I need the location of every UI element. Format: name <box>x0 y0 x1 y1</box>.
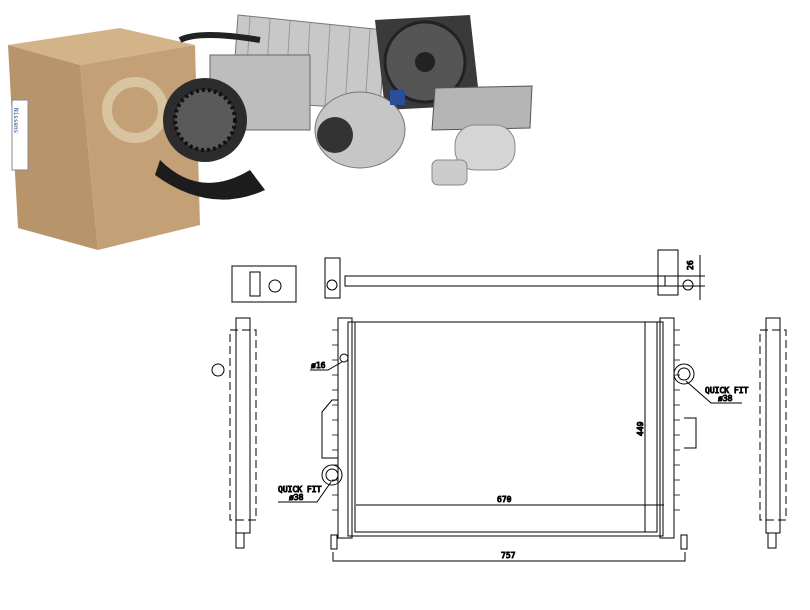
top-view <box>324 249 705 300</box>
right-side-view <box>759 317 787 549</box>
leader-quick-fit-left <box>278 481 332 503</box>
label-pipe-small: ø16 <box>311 361 326 370</box>
dim-line-overall-width <box>332 552 686 562</box>
dryer-icon <box>431 124 516 186</box>
dim-height: 449 <box>636 421 645 436</box>
dim-core-width: 670 <box>497 495 512 504</box>
leader-pipe-small <box>310 361 343 371</box>
box-icon: Nissens <box>8 28 200 250</box>
dim-overall-width: 757 <box>501 551 516 560</box>
front-view <box>321 317 697 550</box>
label-quick-fit-right: QUICK FIT <box>705 386 749 395</box>
leader-quick-fit-right <box>685 380 742 404</box>
blower-icon <box>155 78 265 200</box>
label-quick-fit-left-size: ø38 <box>289 493 304 502</box>
dim-top-thickness: 26 <box>686 260 695 270</box>
heater-core-icon <box>431 85 533 131</box>
left-side-view <box>211 317 257 549</box>
fan-icon <box>375 15 480 110</box>
box-brand: Nissens <box>12 108 19 134</box>
compressor-icon <box>314 90 406 169</box>
product-photo: Nissens <box>8 14 533 250</box>
accessory-icon <box>231 265 297 303</box>
label-quick-fit-left: QUICK FIT <box>278 485 322 494</box>
label-quick-fit-right-size: ø38 <box>718 394 733 403</box>
